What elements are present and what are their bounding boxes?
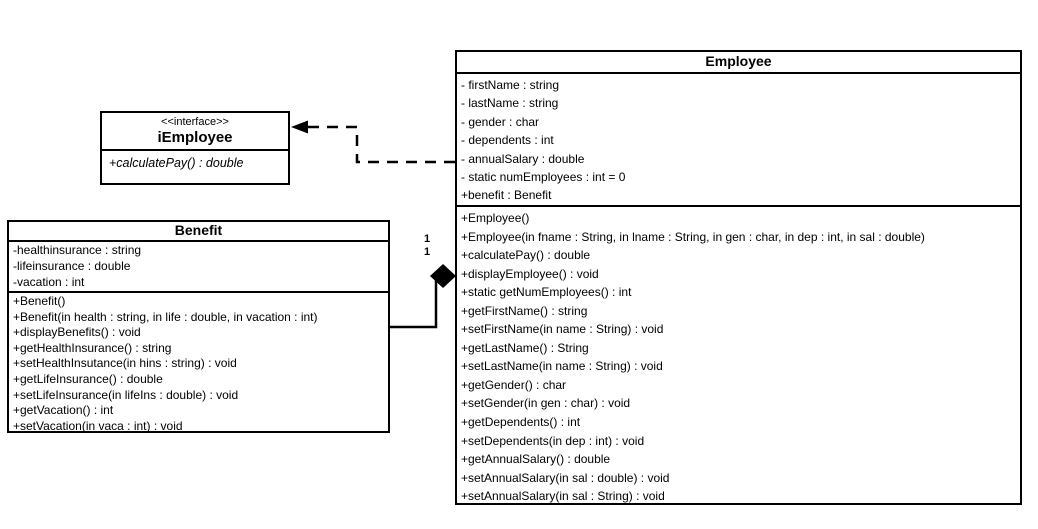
class-box-employee: Employee - firstName : string - lastName … [455, 50, 1022, 505]
composition-multiplicity-labels: 1 1 [420, 233, 434, 258]
interface-stereotype: <<interface>> [161, 116, 229, 128]
iemployee-method: +calculatePay() : double [109, 156, 244, 170]
benefit-attribute: -lifeinsurance : double [13, 258, 131, 273]
benefit-attribute: -healthinsurance : string [13, 243, 142, 257]
employee-attribute: - gender : char [461, 114, 540, 129]
employee-attributes-compartment: - firstName : string - lastName : string -… [457, 74, 1020, 207]
benefit-method: +displayBenefits() : void [13, 325, 141, 340]
benefit-attributes-compartment: -healthinsurance : string-lifeinsurance … [9, 242, 388, 293]
employee-method: +getLastName() : String [461, 340, 589, 355]
employee-method: +setAnnualSalary(in sal : String) : void [461, 489, 665, 503]
composition-diamond-icon [430, 264, 456, 288]
employee-method: +static getNumEmployees() : int [461, 285, 632, 300]
employee-method: +setGender(in gen : char) : void [461, 396, 631, 411]
employee-method: +Employee() [461, 211, 530, 225]
class-name-benefit: Benefit [9, 222, 388, 242]
benefit-method: +getVacation() : int [13, 403, 114, 418]
employee-method: +Employee(in fname : String, in lname : … [461, 229, 925, 244]
benefit-method: +setVacation(in vaca : int) : void [13, 418, 183, 431]
iemployee-title-compartment: <<interface>> iEmployee [102, 113, 288, 151]
benefit-method: +setLifeInsurance(in lifeIns : double) :… [13, 387, 239, 402]
benefit-method: +Benefit(in health : string, in life : d… [13, 309, 318, 324]
multiplicity-label: 1 [423, 233, 431, 245]
composition-connector [388, 278, 438, 329]
realization-arrowhead-icon [291, 120, 308, 134]
employee-method: +setLastName(in name : String) : void [461, 359, 663, 374]
benefit-methods-compartment: +Benefit()+Benefit(in health : string, i… [9, 293, 388, 431]
employee-attribute: - annualSalary : double [461, 151, 585, 166]
employee-methods-compartment: +Employee() +Employee(in fname : String, … [457, 207, 1020, 503]
employee-attribute: - static numEmployees : int = 0 [461, 170, 626, 185]
interface-name-iemployee: iEmployee [157, 129, 233, 146]
employee-method: +getFirstName() : string [461, 303, 588, 318]
benefit-attribute: -vacation : int [13, 274, 85, 289]
employee-method: +setDependents(in dep : int) : void [461, 433, 645, 448]
benefit-method: +setHealthInsutance(in hins : string) : … [13, 356, 237, 371]
interface-box-iemployee: <<interface>> iEmployee +calculatePay() … [100, 111, 290, 185]
employee-method: +setAnnualSalary(in sal : double) : void [461, 470, 670, 485]
multiplicity-label: 1 [423, 245, 431, 258]
employee-attribute: - lastName : string [461, 96, 559, 111]
class-box-benefit: Benefit -healthinsurance : string-lifein… [7, 220, 390, 433]
realization-connector [297, 125, 455, 164]
employee-method: +displayEmployee() : void [461, 266, 599, 281]
employee-attribute: +benefit : Benefit [461, 188, 552, 203]
employee-attribute: - firstName : string [461, 78, 560, 92]
class-name-employee: Employee [457, 52, 1020, 74]
iemployee-methods-compartment: +calculatePay() : double [102, 151, 288, 183]
benefit-method: +Benefit() [13, 294, 66, 308]
employee-method: +getDependents() : int [461, 415, 581, 430]
employee-method: +setFirstName(in name : String) : void [461, 322, 664, 337]
employee-method: +getGender() : char [461, 377, 567, 392]
benefit-method: +getHealthInsurance() : string [13, 340, 172, 355]
employee-attribute: - dependents : int [461, 133, 554, 148]
benefit-method: +getLifeInsurance() : double [13, 371, 163, 386]
employee-method: +getAnnualSalary() : double [461, 452, 611, 467]
employee-method: +calculatePay() : double [461, 248, 591, 263]
